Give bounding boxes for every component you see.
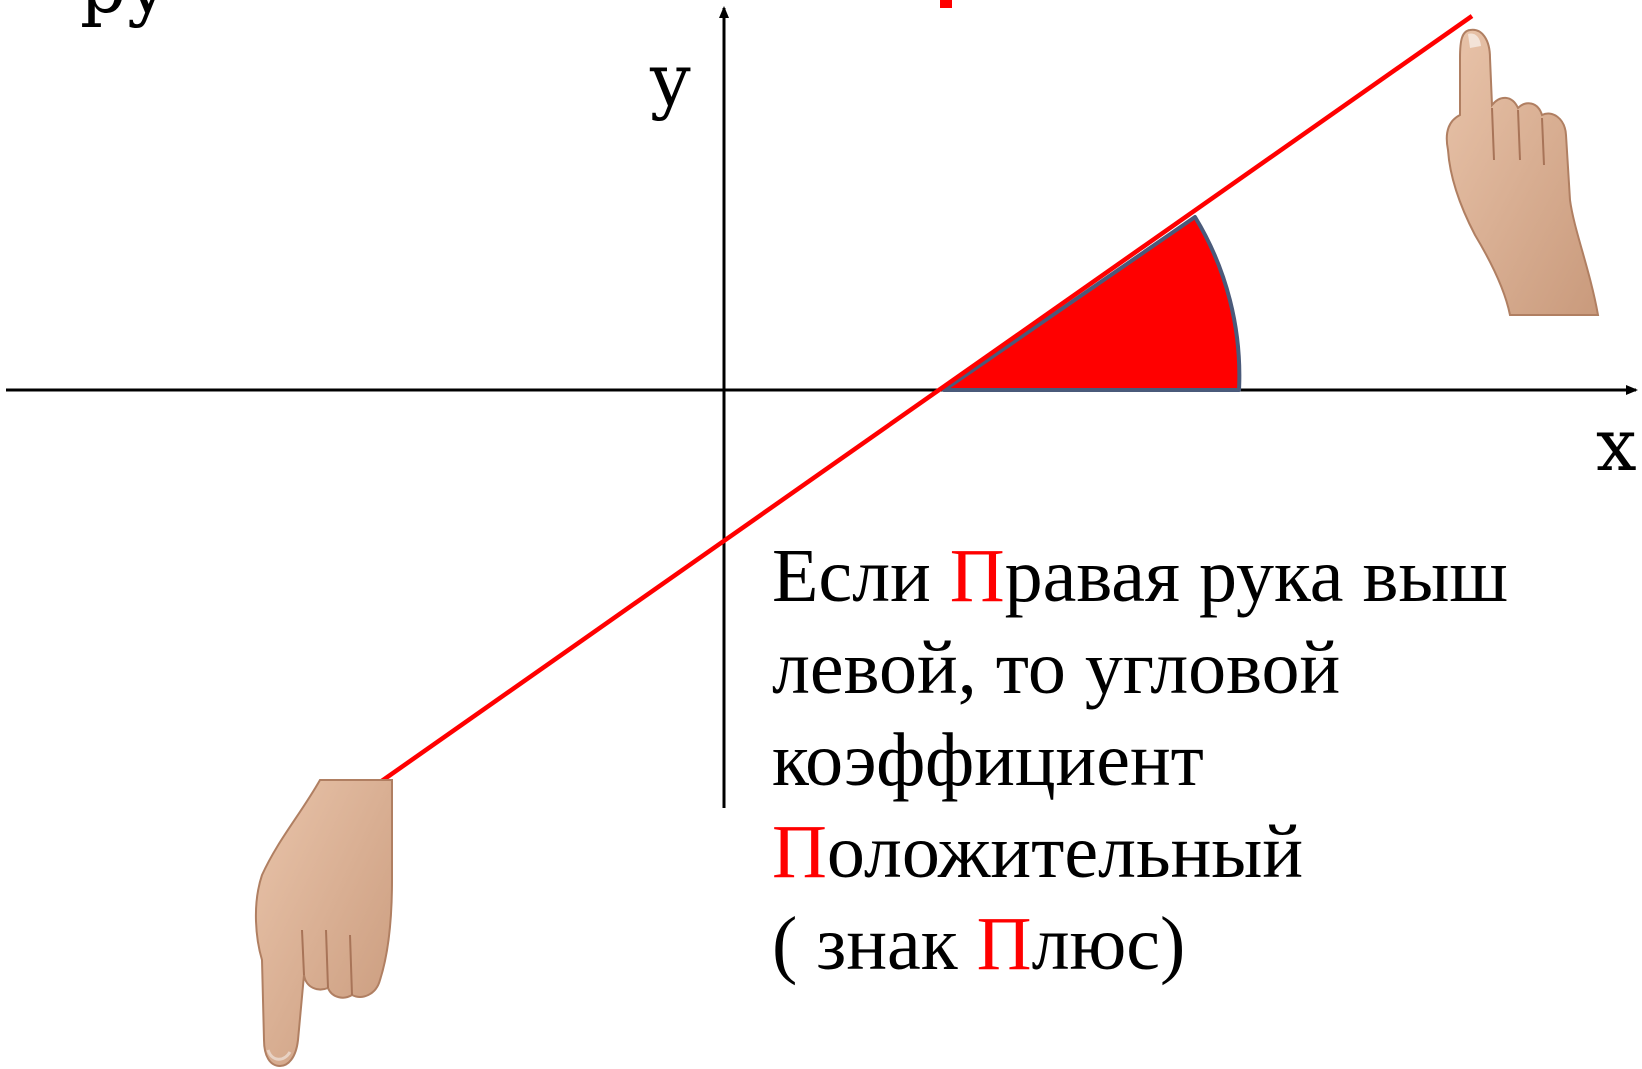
caption-text: Если xyxy=(772,534,950,618)
caption-text: равая рука выш xyxy=(1004,534,1508,618)
caption-line-3: коэффициент xyxy=(772,718,1204,802)
hand-pointing-down-icon xyxy=(254,779,394,1068)
caption-line-5: ( знак Плюс) xyxy=(772,898,1642,990)
caption-text: оложительный xyxy=(826,810,1304,894)
x-axis-label: x xyxy=(1596,403,1637,487)
caption-highlight-letter: П xyxy=(949,534,1005,618)
hand-pointing-up-icon xyxy=(1445,28,1600,316)
rule-caption: Если Правая рука выш левой, то угловой к… xyxy=(772,530,1642,990)
caption-text: ( знак xyxy=(772,902,977,986)
caption-line-4: Положительный xyxy=(772,806,1642,898)
caption-text: люс) xyxy=(1031,902,1186,986)
caption-line-1: Если Правая рука выш xyxy=(772,530,1642,622)
angle-sector xyxy=(942,215,1242,392)
y-axis-label: y xyxy=(649,38,691,122)
straight-line xyxy=(364,14,1474,794)
caption-highlight-letter: П xyxy=(976,902,1032,986)
caption-highlight-letter: П xyxy=(772,810,827,894)
top-cropped-red-mark xyxy=(940,0,952,8)
top-cropped-text: ру xyxy=(80,0,168,29)
caption-line-2: левой, то угловой xyxy=(772,626,1341,710)
